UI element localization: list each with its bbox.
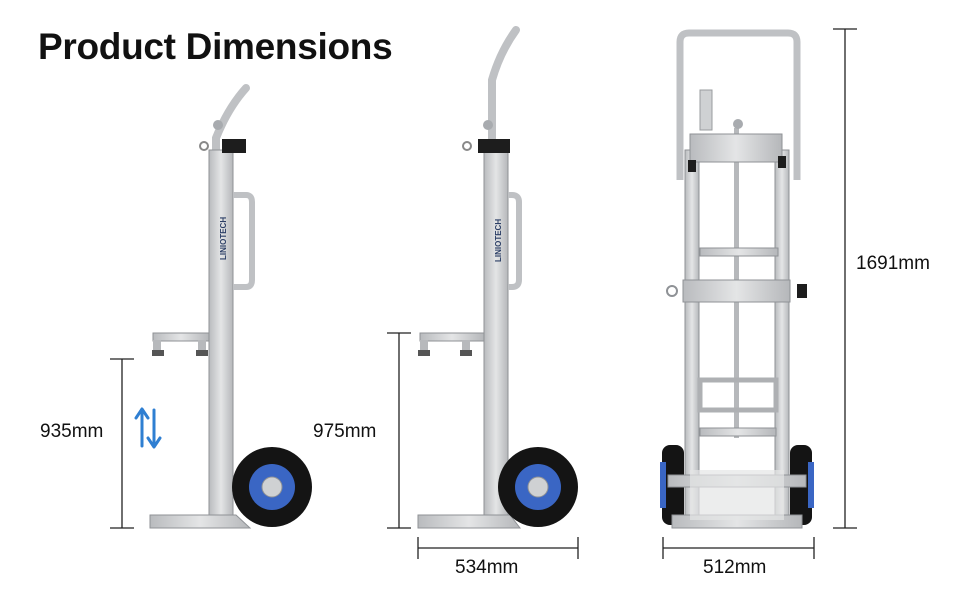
up-down-arrows-icon (134, 407, 162, 449)
hand-truck-side-view-lowered: LINIOTECH (149, 84, 312, 529)
hand-truck-front-view (660, 29, 814, 529)
hand-truck-side-view-raised: LINIOTECH (417, 26, 578, 529)
front-height-dimension-line (833, 28, 857, 529)
left-height-dimension-line (110, 358, 134, 529)
front-width-dimension-line (662, 537, 815, 559)
middle-width-label: 534mm (455, 557, 519, 578)
brand-logo: LINIOTECH (494, 219, 503, 262)
middle-height-label: 975mm (313, 421, 377, 442)
middle-width-dimension-line (417, 537, 579, 559)
front-width-label: 512mm (703, 557, 767, 578)
front-height-label: 1691mm (856, 253, 930, 274)
brand-logo: LINIOTECH (219, 217, 228, 260)
page-title: Product Dimensions (38, 26, 393, 67)
middle-height-dimension-line (387, 332, 411, 529)
left-height-label: 935mm (40, 421, 104, 442)
